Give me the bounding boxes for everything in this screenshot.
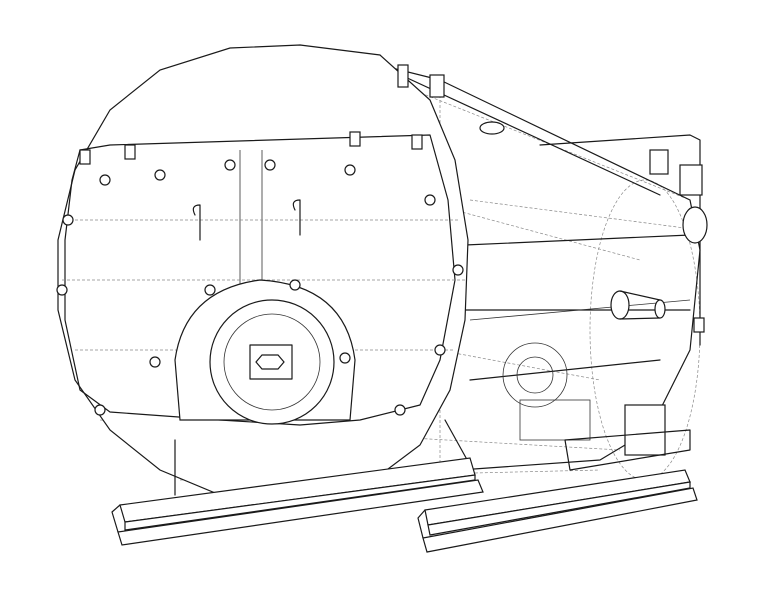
burner-assembly: [174, 279, 356, 425]
front-face: [57, 44, 469, 496]
left-rail: [111, 457, 484, 546]
right-rail: [417, 469, 698, 553]
top-fittings: [397, 64, 708, 346]
side-components: [502, 290, 691, 471]
door-clamps: [56, 131, 464, 416]
